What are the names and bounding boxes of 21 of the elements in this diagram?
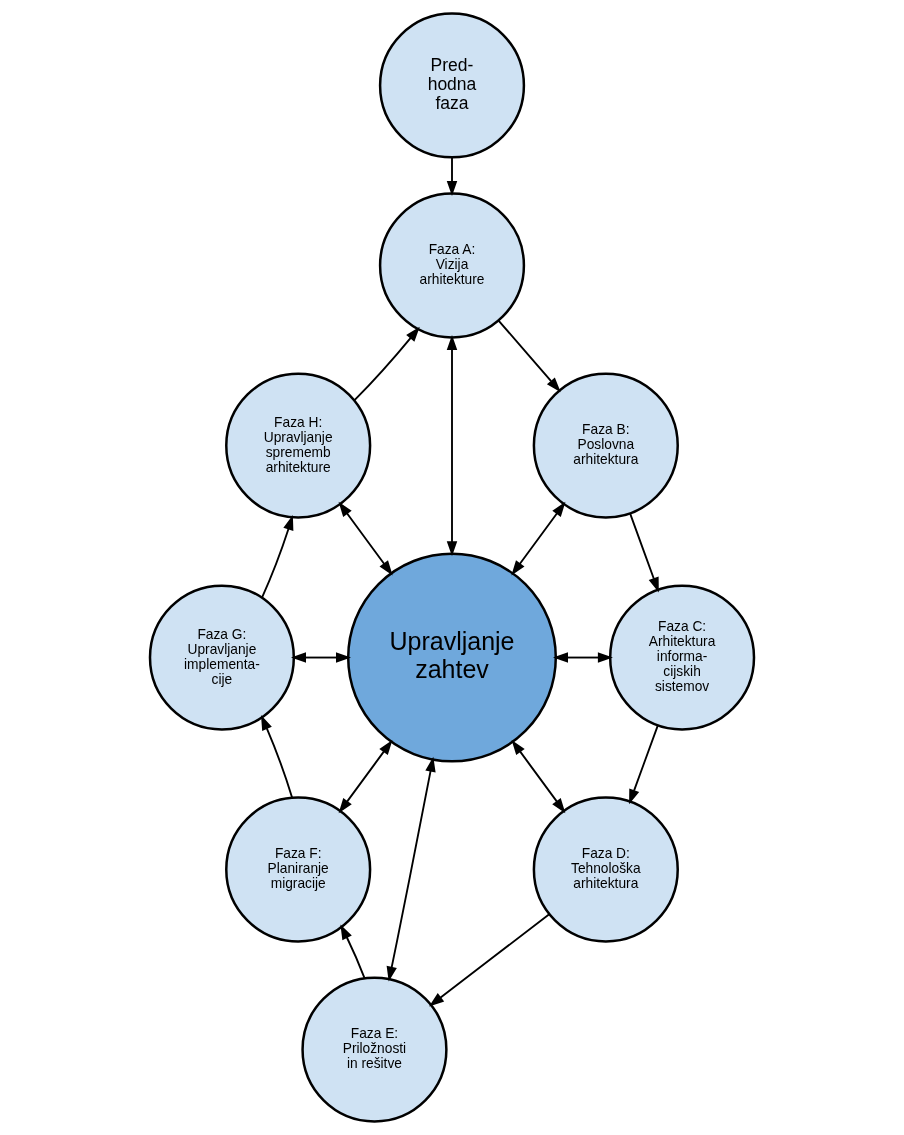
- arrow: [338, 501, 393, 576]
- arrow: [511, 501, 566, 576]
- node-circle: Pred- hodna faza: [378, 12, 526, 159]
- arrow: [497, 319, 561, 393]
- arrow: [386, 756, 436, 982]
- node-circle: Faza C: Arhitektura informa- cijskih sistemov: [608, 584, 756, 731]
- arrow: [261, 515, 294, 599]
- arrow: [290, 652, 352, 663]
- arrow: [629, 724, 659, 805]
- node-circle: Faza A: Vizija arhitekture: [378, 192, 526, 339]
- arrow: [338, 739, 393, 814]
- arrow: [353, 326, 420, 402]
- arrow: [552, 652, 613, 663]
- arrow: [260, 715, 293, 799]
- arrow: [511, 739, 566, 814]
- arrow: [446, 156, 458, 197]
- arrow: [429, 913, 551, 1007]
- node-circle: Upravljanje zahtev: [346, 552, 558, 763]
- arrow: [446, 334, 458, 557]
- arrow: [340, 924, 366, 980]
- arrow: [629, 512, 659, 593]
